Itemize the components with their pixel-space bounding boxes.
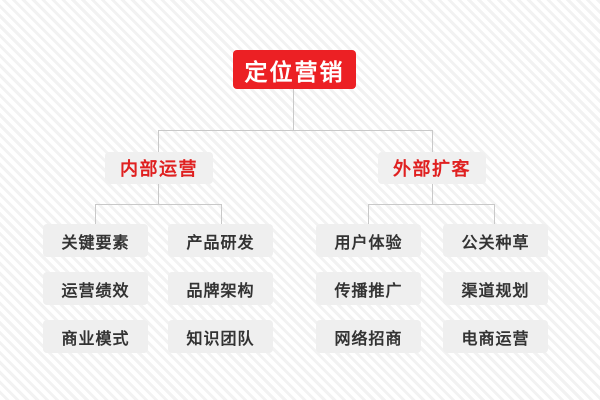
leaf-node[interactable]: 网络招商 [316, 320, 421, 353]
connector-right-col3-drop [368, 204, 369, 224]
leaf-node[interactable]: 用户体验 [316, 224, 421, 257]
leaf-node[interactable]: 关键要素 [43, 224, 148, 257]
connector-branch-bar [158, 130, 433, 131]
connector-root-stem [293, 89, 294, 130]
root-node[interactable]: 定位营销 [233, 50, 356, 89]
connector-right-col4-drop [494, 204, 495, 224]
connector-branch-right-drop [432, 130, 433, 152]
connector-left-bar [95, 204, 222, 205]
leaf-node[interactable]: 商业模式 [43, 320, 148, 353]
leaf-node[interactable]: 产品研发 [168, 224, 273, 257]
leaf-node[interactable]: 渠道规划 [443, 272, 548, 305]
connector-left-col1-drop [95, 204, 96, 224]
leaf-node[interactable]: 运营绩效 [43, 272, 148, 305]
connector-right-bar [368, 204, 495, 205]
leaf-node[interactable]: 电商运营 [443, 320, 548, 353]
connector-left-stem [158, 184, 159, 204]
leaf-node[interactable]: 传播推广 [316, 272, 421, 305]
connector-right-stem [432, 184, 433, 204]
leaf-node[interactable]: 公关种草 [443, 224, 548, 257]
connector-left-col2-drop [221, 204, 222, 224]
leaf-node[interactable]: 品牌架构 [168, 272, 273, 305]
leaf-node[interactable]: 知识团队 [168, 320, 273, 353]
branch-node-external-expansion[interactable]: 外部扩客 [378, 152, 486, 184]
branch-node-internal-operations[interactable]: 内部运营 [105, 152, 213, 184]
connector-branch-left-drop [158, 130, 159, 152]
